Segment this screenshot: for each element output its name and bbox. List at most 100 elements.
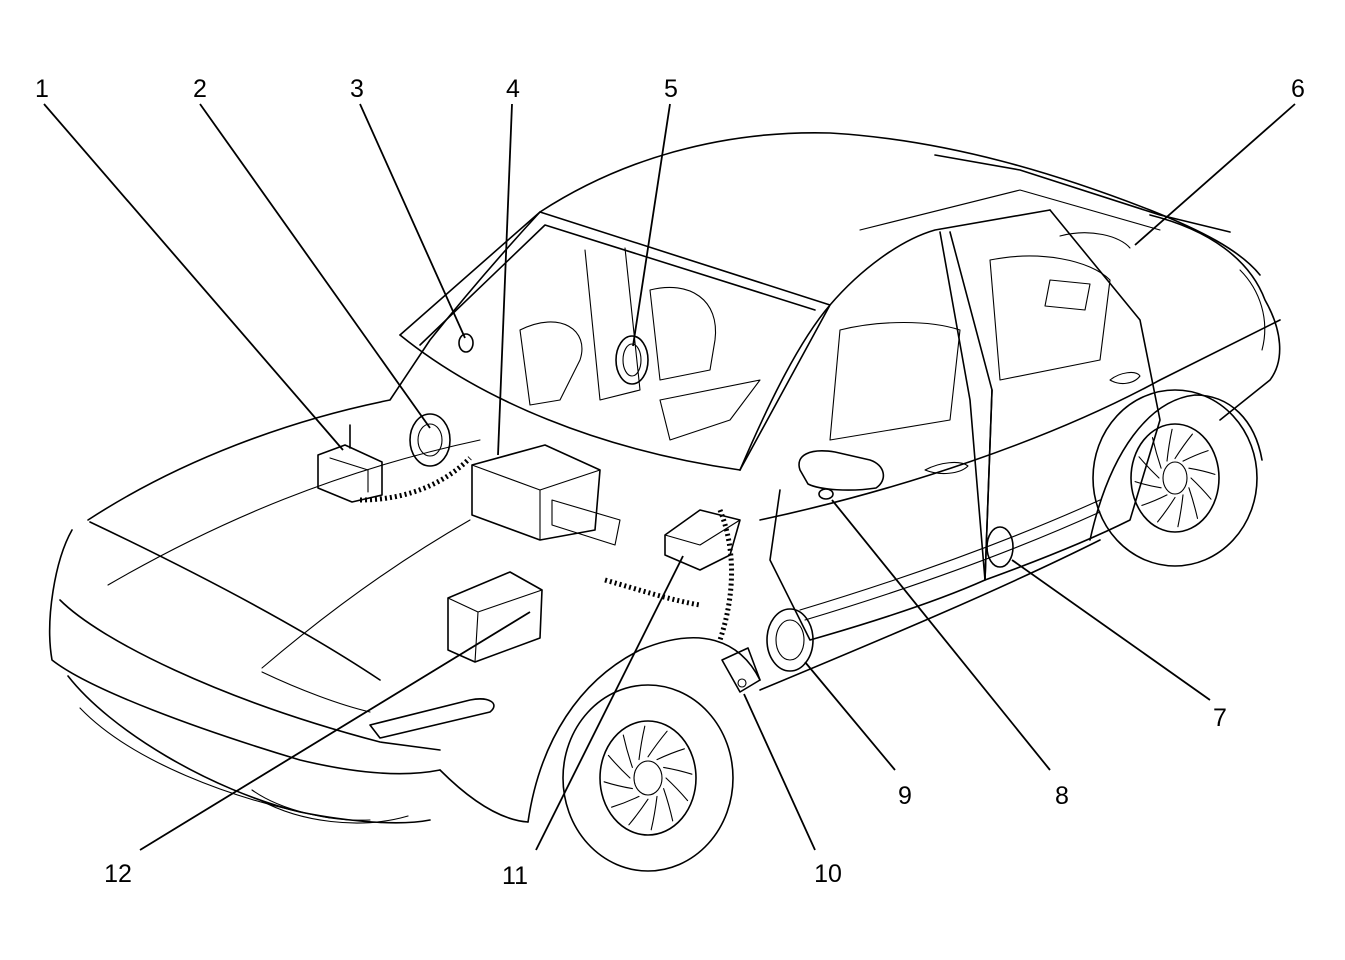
wheel-spoke: [1174, 433, 1193, 460]
front-wheel-spokes: [603, 725, 693, 831]
rear-quarter-outline: [1149, 214, 1281, 421]
wheel-spoke: [656, 748, 685, 761]
taillamp-lens: [1239, 269, 1266, 351]
front-bumper-mid: [59, 599, 441, 751]
wheel-spoke: [622, 734, 633, 768]
headlamp-inner: [261, 671, 371, 713]
rear-hub: [1162, 461, 1188, 495]
wheel-spoke: [1151, 437, 1162, 469]
door-handle-rear: [1109, 371, 1141, 385]
callout-8: 8: [1055, 782, 1069, 810]
body-molding-upper: [799, 499, 1101, 611]
interior-details: [519, 189, 1161, 441]
leader-line-11: [535, 555, 684, 851]
leader-line-10: [743, 693, 816, 851]
front-wheel-cover: [599, 720, 697, 836]
leader-line-9: [804, 661, 896, 771]
windshield-frame: [399, 211, 831, 471]
wheel-spoke: [607, 754, 631, 779]
rear-door-outline: [984, 209, 1161, 581]
front-fender: [439, 769, 529, 823]
wheel-spoke: [1182, 450, 1209, 462]
leader-line-2: [199, 103, 431, 429]
roof-outline: [539, 132, 1261, 276]
body-side-line: [759, 319, 1281, 521]
front-bumper-lower: [67, 675, 431, 824]
door-handle-front: [924, 461, 969, 475]
hood-crease: [107, 439, 481, 586]
leader-line-6: [1134, 103, 1296, 246]
component-fuse-block: [447, 571, 701, 663]
wheel-spoke: [650, 795, 658, 831]
wheel-spoke: [663, 788, 674, 822]
hood-outline: [87, 211, 541, 521]
callout-12: 12: [104, 860, 132, 888]
front-bumper-upper: [48, 529, 441, 775]
component-amplifier: [664, 509, 741, 641]
callout-11: 11: [502, 862, 528, 890]
leader-line-8: [831, 499, 1051, 771]
wheel-spoke: [1188, 487, 1199, 519]
callout-2: 2: [193, 75, 207, 103]
wheel-spoke: [1166, 428, 1173, 462]
wheel-spoke: [628, 798, 649, 826]
wheel-spoke: [1157, 496, 1176, 523]
rear-wheel-arch: [1089, 394, 1263, 541]
front-hub: [633, 760, 663, 796]
wheel-spoke: [603, 781, 633, 790]
body-molding-lower: [804, 511, 1101, 621]
component-front-speaker-left: [409, 413, 451, 467]
hood-leading-edge: [89, 521, 381, 681]
rear-wheel: [1092, 389, 1258, 567]
a-pillar: [739, 209, 1051, 471]
front-wheel-arch: [527, 637, 761, 823]
leader-line-4: [497, 103, 513, 456]
fog-lamp-left: [251, 789, 371, 821]
wheel-spoke: [1190, 477, 1212, 500]
wheel-spoke: [1177, 494, 1184, 528]
front-door-outline: [769, 231, 993, 641]
b-pillar: [939, 231, 986, 581]
component-radio-receiver: [471, 444, 621, 546]
component-tweeter: [458, 333, 474, 353]
roof-rear-outline: [934, 154, 1231, 233]
wheel-spoke: [1134, 481, 1162, 489]
callout-7: 7: [1213, 704, 1227, 732]
wheel-spoke: [1138, 456, 1160, 479]
callout-1: 1: [35, 75, 49, 103]
leader-line-12: [139, 611, 531, 851]
component-door-speaker: [766, 608, 814, 672]
component-antenna-module: [317, 424, 472, 503]
rear-wheel-cover: [1130, 423, 1220, 533]
component-rear-speaker: [986, 526, 1014, 568]
callout-3: 3: [350, 75, 364, 103]
cowl-line: [399, 334, 741, 471]
fog-lamp-right: [259, 799, 409, 824]
headlamp-outline: [369, 698, 495, 739]
wheel-spoke: [1141, 494, 1168, 506]
callout-leaders: [43, 103, 1296, 851]
front-wheel: [562, 684, 734, 872]
rear-wheel-spokes: [1134, 428, 1216, 528]
callout-9: 9: [898, 782, 912, 810]
rocker-panel: [759, 539, 1101, 691]
leader-line-5: [632, 103, 671, 347]
wheel-spoke: [1188, 467, 1216, 475]
outside-mirror: [798, 450, 885, 500]
wheel-spoke: [663, 766, 693, 775]
leader-line-7: [1011, 559, 1211, 701]
component-body-module: [721, 647, 761, 693]
wheel-spoke: [647, 730, 668, 758]
front-bumper-contour: [79, 707, 331, 819]
callout-labels: 1 2 3 4 5 6 7 8 9 10 11 12: [35, 75, 1305, 890]
hood-inner-line: [261, 519, 471, 669]
windshield-inner: [419, 224, 816, 346]
rear-tire: [1092, 389, 1258, 567]
wheel-spoke: [638, 725, 646, 761]
callout-6: 6: [1291, 75, 1305, 103]
leader-line-3: [359, 103, 466, 339]
wheel-spoke: [611, 795, 640, 808]
wheel-spoke: [665, 777, 689, 802]
vehicle-illustration: [48, 132, 1281, 824]
